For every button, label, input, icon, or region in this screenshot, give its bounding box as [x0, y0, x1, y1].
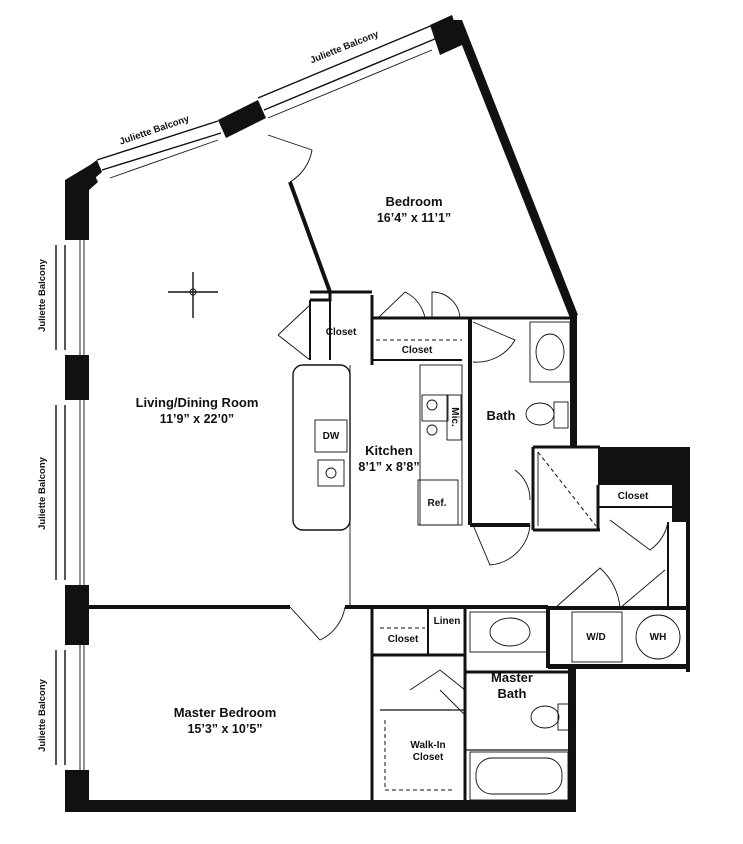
room-size: 15’3” x 10’5” [187, 722, 263, 737]
room-name: Master Bedroom [173, 704, 277, 720]
room-size: 8’1” x 8’8” [358, 460, 420, 475]
balcony-label: Juliette Balcony [36, 259, 48, 332]
water-heater-label: WH [649, 632, 667, 643]
closet-label: Closet [387, 634, 419, 645]
room-name: Bedroom [385, 193, 443, 209]
microwave-label: Mic. [449, 407, 460, 427]
room-label-kitchen: Kitchen 8’1” x 8’8” [358, 441, 419, 475]
dishwasher-label: DW [322, 431, 340, 442]
interior-walls [89, 181, 690, 800]
laundry-fixtures [571, 611, 681, 663]
exterior-walls [65, 15, 690, 812]
bath-fixtures [469, 321, 573, 801]
closet-label: Closet [617, 491, 649, 502]
balcony-label: Juliette Balcony [36, 457, 48, 530]
room-label-bedroom: Bedroom 16’4” x 11’1” [377, 192, 451, 226]
door-swings [267, 134, 669, 716]
ceiling-fan-icon [168, 272, 218, 318]
walk-in-closet-label: Walk-In Closet [410, 740, 446, 763]
closet-label: Closet [325, 327, 357, 338]
room-label-master-bedroom: Master Bedroom 15’3” x 10’5” [174, 703, 277, 737]
room-name: Living/Dining Room [135, 394, 259, 410]
room-size: 11’9” x 22’0” [159, 412, 235, 427]
balcony-rails [55, 21, 443, 770]
refrigerator-label: Ref. [427, 498, 447, 509]
washer-dryer-label: W/D [586, 632, 606, 643]
room-label-bath: Bath [486, 408, 516, 424]
linen-label: Linen [433, 616, 461, 627]
room-size: 16’4” x 11’1” [376, 211, 452, 226]
room-label-living: Living/Dining Room 11’9” x 22’0” [136, 393, 259, 427]
room-label-master-bath: Master Bath [491, 669, 533, 701]
closet-label: Closet [401, 345, 433, 356]
room-name: Kitchen [365, 442, 413, 458]
balcony-label: Juliette Balcony [36, 679, 48, 752]
kitchen-fixtures [292, 364, 463, 531]
